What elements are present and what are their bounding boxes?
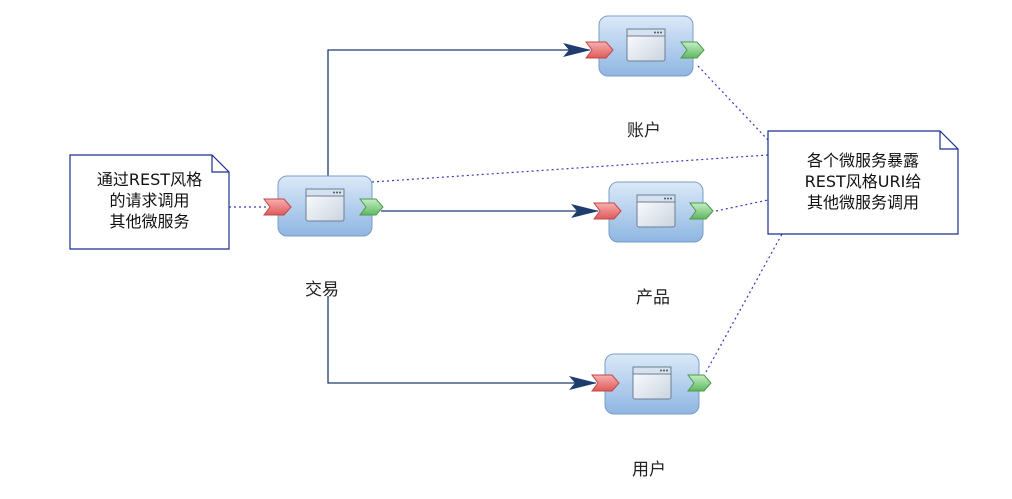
right-note-line: 其他微服务调用 bbox=[806, 193, 919, 212]
output-port-icon bbox=[689, 202, 714, 220]
service-node-trade[interactable] bbox=[263, 175, 384, 237]
service-label-account: 账户 bbox=[627, 121, 661, 141]
arrow-trade-to-user bbox=[327, 296, 597, 390]
left-note-text: 通过REST风格 的请求调用 其他微服务 bbox=[72, 169, 227, 232]
left-note-line: 的请求调用 bbox=[109, 191, 190, 210]
right-note-line: REST风格URI给 bbox=[804, 172, 922, 191]
right-note-line: 各个微服务暴露 bbox=[806, 151, 919, 170]
flow-arrows bbox=[327, 43, 599, 390]
input-port-icon bbox=[263, 198, 292, 216]
right-note-text: 各个微服务暴露 REST风格URI给 其他微服务调用 bbox=[770, 150, 956, 213]
window-icon bbox=[636, 194, 676, 228]
left-note bbox=[69, 154, 230, 250]
arrow-trade-to-account bbox=[327, 43, 591, 176]
input-port-icon bbox=[591, 374, 620, 392]
left-note-line: 通过REST风格 bbox=[96, 170, 203, 189]
annotation-links bbox=[229, 65, 783, 373]
link-trade-to-right-note bbox=[371, 154, 769, 183]
output-port-icon bbox=[680, 41, 705, 59]
input-port-icon bbox=[585, 41, 614, 59]
link-product-to-right-note bbox=[715, 199, 769, 212]
service-label-trade: 交易 bbox=[305, 280, 339, 300]
output-port-icon bbox=[687, 374, 712, 392]
window-icon bbox=[626, 28, 666, 62]
left-note-line: 其他微服务 bbox=[109, 212, 190, 231]
output-port-icon bbox=[359, 198, 384, 216]
link-account-to-right-note bbox=[697, 65, 769, 141]
window-icon bbox=[632, 366, 672, 400]
right-note bbox=[767, 130, 959, 235]
window-icon bbox=[305, 188, 345, 222]
service-node-user[interactable] bbox=[591, 353, 712, 415]
service-node-product[interactable] bbox=[593, 181, 714, 243]
service-label-user: 用户 bbox=[632, 460, 666, 480]
link-user-to-right-note bbox=[705, 233, 783, 373]
input-port-icon bbox=[593, 202, 622, 220]
service-node-account[interactable] bbox=[585, 15, 705, 77]
service-label-product: 产品 bbox=[636, 288, 670, 308]
